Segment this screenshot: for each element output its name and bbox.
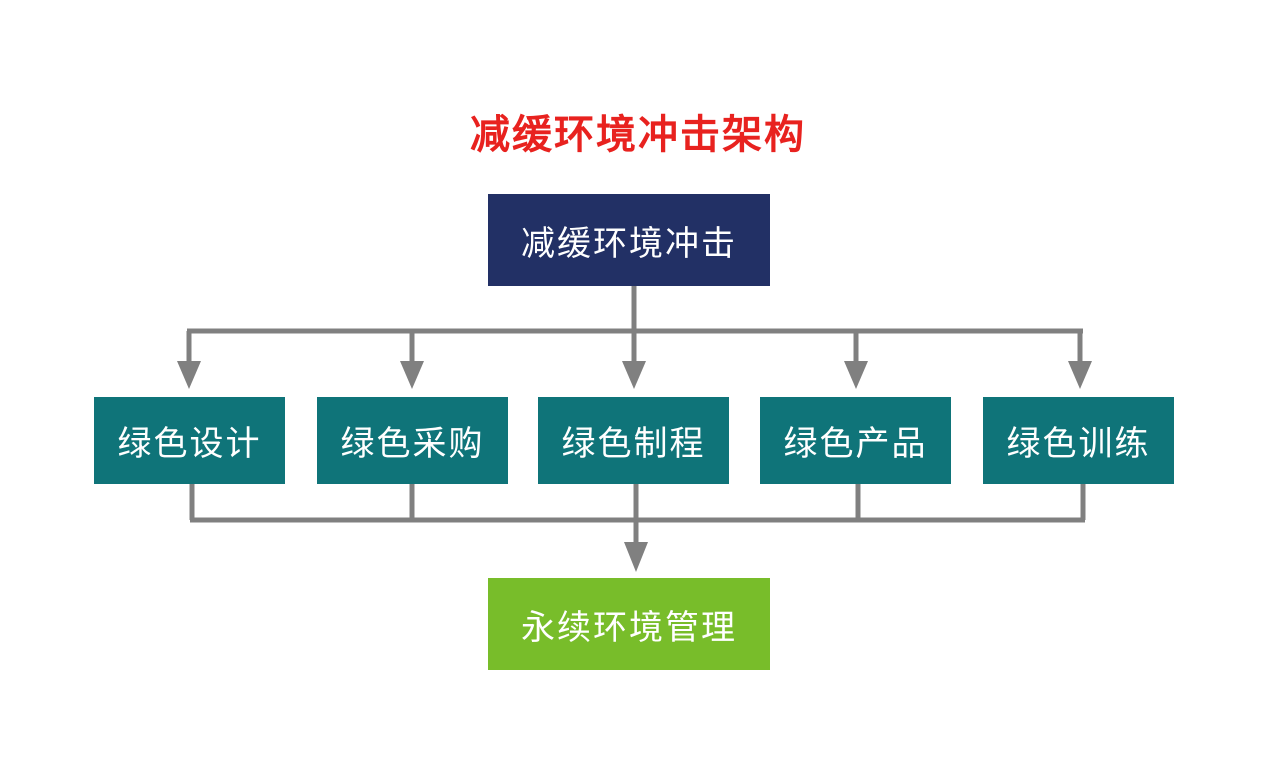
middle-node-green-design: 绿色设计: [94, 397, 285, 484]
arrowhead-4: [844, 361, 868, 389]
middle-node-green-process: 绿色制程: [538, 397, 729, 484]
middle-node-label: 绿色制程: [561, 424, 706, 464]
middle-node-label: 绿色训练: [1006, 424, 1151, 464]
diagram-title: 减缓环境冲击架构: [470, 112, 806, 158]
arrowhead-3: [622, 361, 646, 389]
top-node-label: 减缓环境冲击: [521, 223, 737, 264]
arrowhead-5: [1068, 361, 1092, 389]
arrowhead-2: [400, 361, 424, 389]
top-node: 减缓环境冲击: [488, 194, 770, 286]
middle-node-label: 绿色产品: [783, 424, 928, 464]
middle-node-green-procurement: 绿色采购: [317, 397, 508, 484]
middle-node-label: 绿色采购: [340, 424, 485, 464]
arrowhead-1: [177, 361, 201, 389]
bottom-node: 永续环境管理: [488, 578, 770, 670]
arrowhead-bottom: [624, 542, 648, 572]
bottom-node-label: 永续环境管理: [521, 607, 737, 648]
middle-node-green-product: 绿色产品: [760, 397, 951, 484]
middle-node-green-training: 绿色训练: [983, 397, 1174, 484]
middle-node-label: 绿色设计: [117, 424, 262, 464]
